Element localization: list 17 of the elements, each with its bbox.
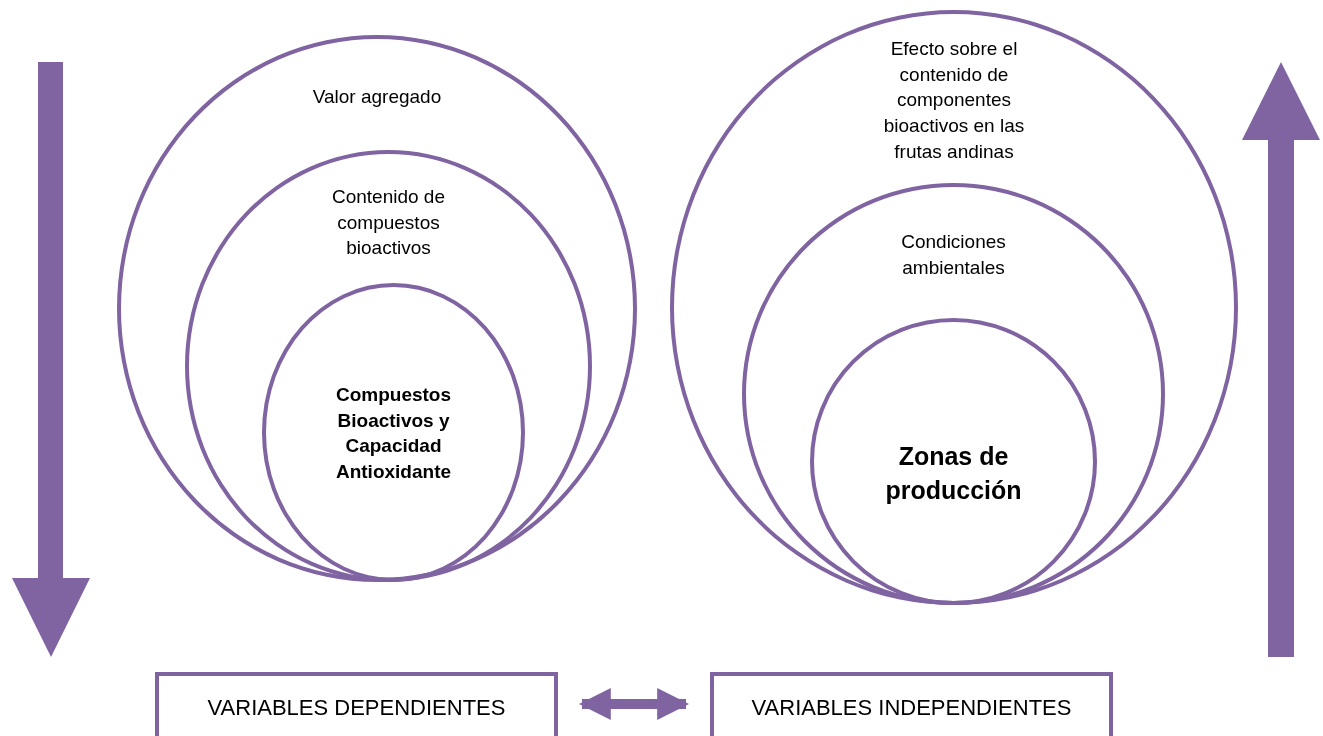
circle-label: Contenido de compuestos bioactivos	[330, 185, 446, 261]
outer-circle	[670, 10, 1238, 605]
double-arrow	[578, 688, 690, 720]
circle-label: Efecto sobre el contenido de componentes bioactivos en las frutas andinas	[882, 37, 1026, 164]
label-box	[155, 672, 558, 736]
circle-label: Condiciones ambientales	[900, 230, 1007, 280]
label-box	[710, 672, 1113, 736]
box-label: VARIABLES INDEPENDIENTES	[750, 694, 1073, 722]
inner-circle	[810, 318, 1097, 605]
circle-label: Valor agregado	[311, 85, 443, 109]
middle-circle	[185, 150, 592, 582]
box-label: VARIABLES DEPENDIENTES	[206, 694, 507, 722]
middle-circle	[742, 183, 1165, 605]
inner-circle	[262, 283, 525, 582]
circle-label: Zonas de producción	[884, 441, 1023, 506]
outer-circle	[117, 35, 637, 582]
circle-label: Compuestos Bioactivos y Capacidad Antioxidante	[334, 383, 453, 484]
